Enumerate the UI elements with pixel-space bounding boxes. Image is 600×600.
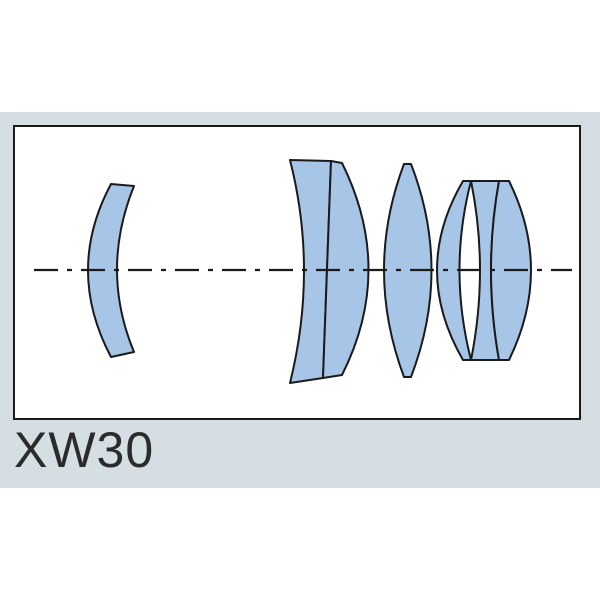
lens-element-5 <box>436 180 472 361</box>
lens-element-3 <box>322 160 370 379</box>
model-label: XW30 <box>14 422 155 478</box>
lens-element-2 <box>289 159 332 384</box>
lens-element-4 <box>383 163 433 378</box>
lens-element-1 <box>87 183 135 358</box>
